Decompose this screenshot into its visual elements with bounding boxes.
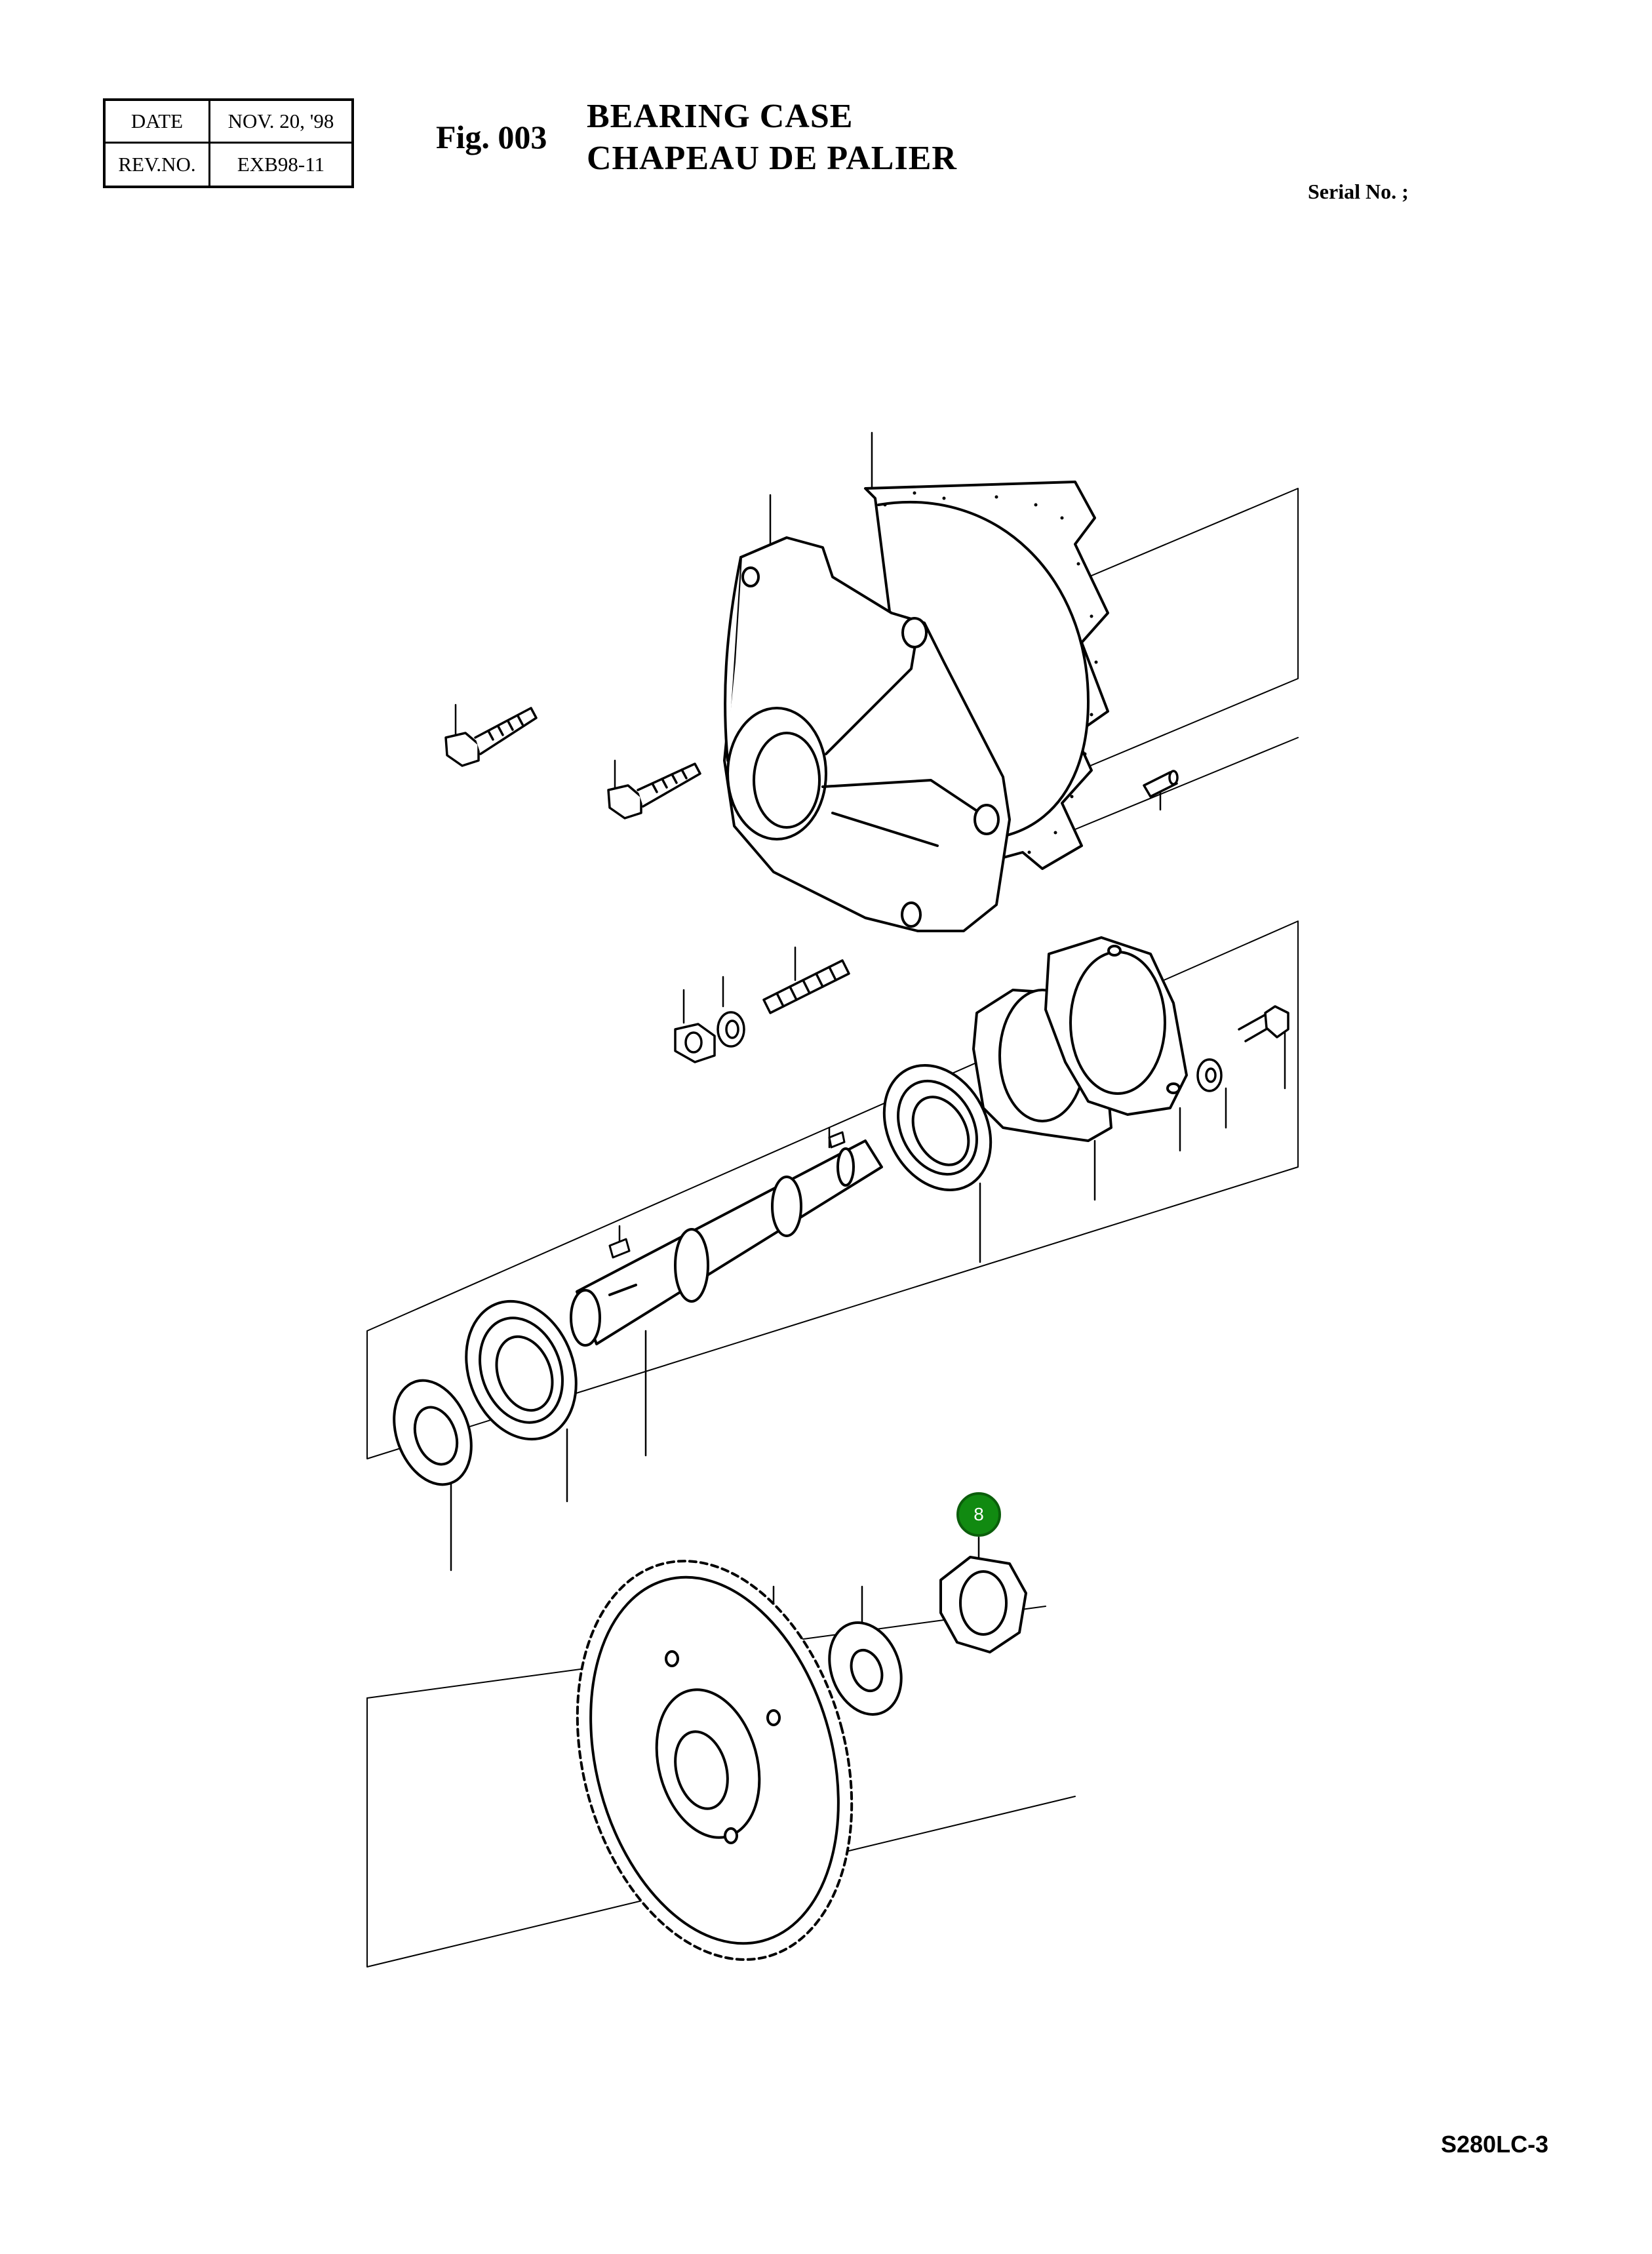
revision-table: DATE NOV. 20, '98 REV.NO. EXB98-11: [103, 98, 354, 188]
hex-bolt-cover: [1238, 1005, 1289, 1042]
dowel-pin: [1143, 770, 1179, 798]
rev-label: REV.NO.: [106, 143, 210, 186]
ball-bearing-upper: [882, 1063, 993, 1192]
date-value: NOV. 20, '98: [210, 101, 351, 144]
gear: [576, 1560, 854, 1961]
bearing-case-body: [723, 536, 1011, 932]
date-label: DATE: [106, 101, 210, 144]
lock-washer: [1196, 1058, 1223, 1092]
model-number: S280LC-3: [1441, 2131, 1549, 2158]
collar: [393, 1379, 473, 1486]
title-english: BEARING CASE: [587, 98, 854, 135]
hex-nut-large: [939, 1556, 1027, 1653]
leader-lines: [450, 431, 1286, 1798]
plain-washer: [828, 1621, 903, 1716]
ball-bearing-lower: [465, 1299, 578, 1441]
serial-number: Serial No. ;: [1308, 180, 1409, 203]
shaft: [570, 1139, 883, 1347]
hex-nut-small: [674, 1023, 716, 1063]
cover-plate: [1044, 936, 1188, 1116]
spring-washer: [717, 1011, 745, 1048]
stud-bolt: [762, 959, 850, 1014]
hex-bolt: [444, 707, 538, 767]
rev-value: EXB98-11: [237, 152, 325, 176]
figure-number: Fig. 003: [436, 119, 547, 155]
callout-marker[interactable]: 8: [956, 1492, 1001, 1537]
hex-bolt-2: [607, 762, 701, 820]
woodruff-key: [608, 1131, 846, 1259]
title-french: CHAPEAU DE PALIER: [587, 140, 957, 177]
